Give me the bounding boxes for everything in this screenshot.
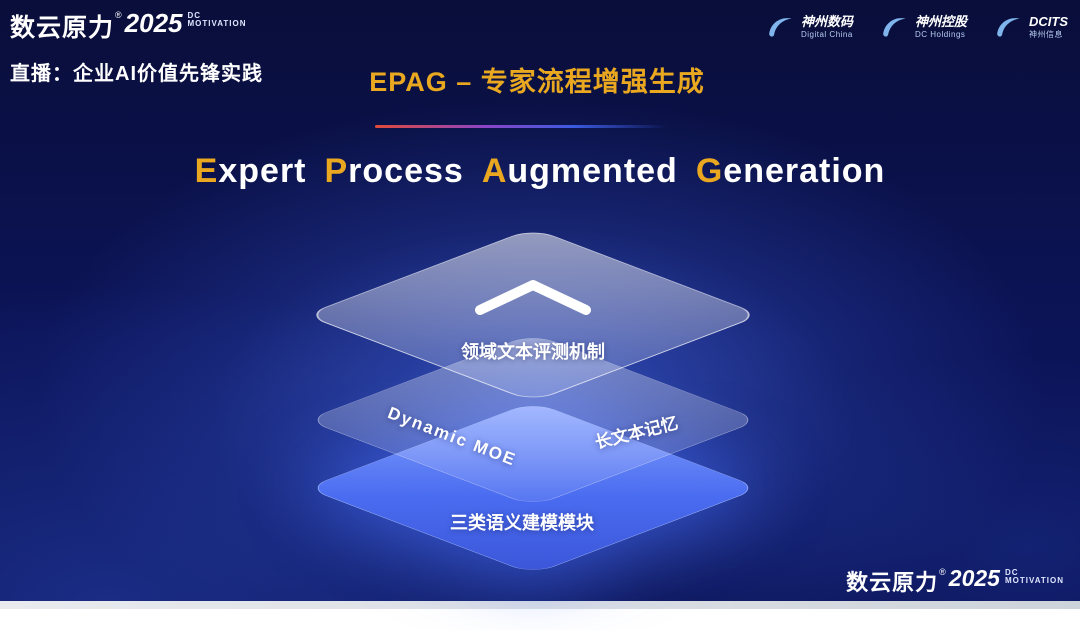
brand-year: 2025 — [125, 8, 183, 39]
partner-name: 神州控股 — [915, 15, 967, 30]
presentation-slide: 数云原力 ® 2025 DC MOTIVATION 直播：企业AI价值先锋实践 … — [0, 0, 1080, 609]
registered-mark-icon: ® — [115, 10, 122, 20]
partner-subtitle: Digital China — [801, 30, 853, 39]
brand-logo-bottom-right: 数云原力 ® 2025 DC MOTIVATION — [846, 565, 1064, 597]
chevron-up-icon — [468, 276, 598, 323]
dcits-swoosh-icon — [993, 12, 1023, 42]
partner-logo-dcits: DCITS 神州信息 — [993, 12, 1068, 42]
brand-name: 数云原力 — [846, 565, 938, 597]
partner-subtitle: DC Holdings — [915, 30, 967, 39]
partner-name: DCITS — [1029, 15, 1068, 30]
partner-subtitle: 神州信息 — [1029, 30, 1068, 39]
brand-logo-top-left: 数云原力 ® 2025 DC MOTIVATION — [10, 8, 247, 44]
brand-tagline: DC MOTIVATION — [188, 12, 247, 29]
partner-logo-dc-holdings: 神州控股 DC Holdings — [879, 12, 967, 42]
brand-year: 2025 — [949, 565, 1000, 592]
partner-logos: 神州数码 Digital China 神州控股 DC Holdings DCIT… — [765, 12, 1068, 42]
dc-holdings-swoosh-icon — [879, 12, 909, 42]
partner-logo-digital-china: 神州数码 Digital China — [765, 12, 853, 42]
top-layer-label: 领域文本评测机制 — [461, 338, 605, 364]
bottom-edge-strip — [0, 601, 1080, 609]
brand-name: 数云原力 — [10, 8, 114, 44]
live-stream-label: 直播：企业AI价值先锋实践 — [10, 57, 263, 86]
registered-mark-icon: ® — [939, 567, 946, 577]
slide-title: EPAG – 专家流程增强生成 — [369, 60, 705, 99]
partner-name: 神州数码 — [801, 15, 853, 30]
bottom-layer-label: 三类语义建模模块 — [450, 509, 594, 535]
digital-china-swoosh-icon — [765, 12, 795, 42]
gradient-divider — [375, 125, 667, 128]
brand-tagline: DC MOTIVATION — [1005, 569, 1064, 586]
